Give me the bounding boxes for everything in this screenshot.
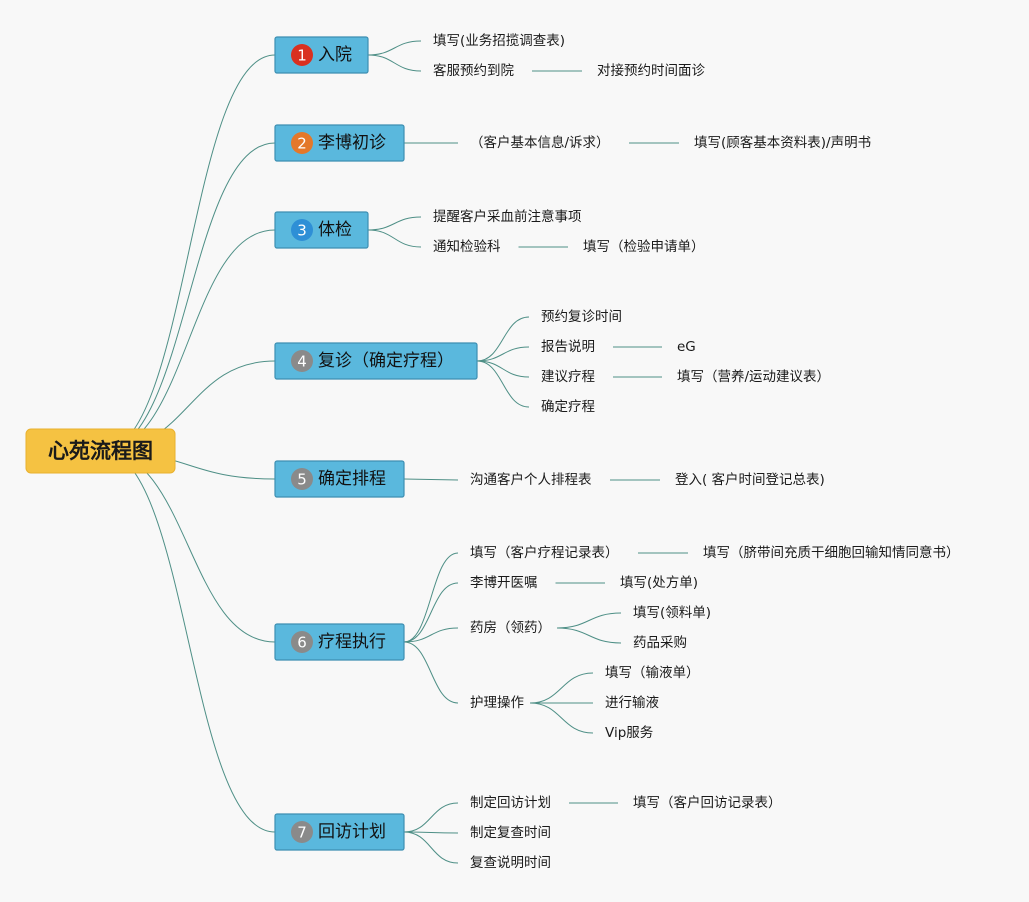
child-connector xyxy=(403,627,459,643)
step-number: 5 xyxy=(297,471,307,489)
child-node-label: 制定回访计划 xyxy=(470,795,551,811)
child-node-label: 建议疗程 xyxy=(541,369,595,385)
step-number: 2 xyxy=(297,135,307,153)
step-number: 7 xyxy=(297,824,307,842)
child-node-label: 制定复查时间 xyxy=(470,824,551,841)
step-number-badge xyxy=(291,219,313,241)
branch-label: 体检 xyxy=(318,220,352,240)
branch-connector-3 xyxy=(101,229,276,452)
root-node xyxy=(25,428,176,474)
step-number: 3 xyxy=(297,222,307,240)
child-node-label: 通知检验科 xyxy=(433,238,501,255)
leaf-connector xyxy=(556,627,622,644)
child-connector xyxy=(403,478,459,481)
branch-label: 确定排程 xyxy=(318,469,386,489)
child-node-label: 沟通客户个人排程表 xyxy=(470,471,592,488)
child-connector xyxy=(403,831,459,834)
child-connector xyxy=(367,40,422,56)
leaf-node-label: 填写（脐带间充质干细胞回输知情同意书） xyxy=(703,544,960,561)
leaf-node-label: 填写(处方单) xyxy=(620,575,698,591)
leaf-connector xyxy=(529,672,594,704)
leaf-node-label: 填写（客户回访记录表） xyxy=(633,794,782,811)
child-node-label: 提醒客户采血前注意事项 xyxy=(433,208,582,225)
step-number-badge xyxy=(291,821,313,843)
leaf-node-label: eG xyxy=(677,339,696,355)
leaf-node-label: 填写(领料单) xyxy=(633,605,711,621)
branch-label: 回访计划 xyxy=(318,822,386,842)
child-node-label: （客户基本信息/诉求） xyxy=(470,134,610,151)
branch-label: 李博初诊 xyxy=(318,133,386,153)
child-node-label: 确定疗程 xyxy=(541,399,595,415)
step-number-badge xyxy=(291,631,313,653)
leaf-node-label: 进行输液 xyxy=(605,695,659,711)
leaf-connector xyxy=(556,612,622,629)
root-title: 心苑流程图 xyxy=(48,439,153,463)
child-node-label: 客服预约到院 xyxy=(433,62,514,79)
child-connector xyxy=(367,229,422,248)
child-connector xyxy=(476,346,530,362)
branch-connector-1 xyxy=(101,54,276,452)
step-number-badge xyxy=(291,44,313,66)
branch-connector-6 xyxy=(101,450,276,643)
leaf-node-label: 填写（营养/运动建议表） xyxy=(677,369,830,385)
step-number: 1 xyxy=(297,47,307,65)
leaf-node-label: 填写(顾客基本资料表)/声明书 xyxy=(694,134,871,151)
child-node-label: 填写(业务招揽调查表) xyxy=(433,32,565,49)
child-connector xyxy=(403,552,459,643)
leaf-node-label: 填写（输液单） xyxy=(605,665,700,681)
child-node-label: 复查说明时间 xyxy=(470,854,551,871)
child-connector xyxy=(367,54,422,72)
child-node-label: 报告说明 xyxy=(541,339,595,355)
step-number-badge xyxy=(291,468,313,490)
step-number: 4 xyxy=(297,353,307,371)
child-node-label: 护理操作 xyxy=(470,695,524,711)
child-node-label: 填写（客户疗程记录表） xyxy=(470,544,619,561)
child-node-label: 预约复诊时间 xyxy=(541,308,622,325)
child-connector xyxy=(403,802,459,833)
connector-layer xyxy=(101,40,688,864)
leaf-node-label: Vip服务 xyxy=(605,725,653,741)
child-node-label: 药房（领药） xyxy=(470,620,551,636)
step-number: 6 xyxy=(297,634,307,652)
child-connector xyxy=(476,360,530,378)
child-connector xyxy=(403,831,459,864)
branch-label: 复诊（确定疗程） xyxy=(318,351,454,371)
leaf-connector xyxy=(529,702,594,734)
step-number-badge xyxy=(291,132,313,154)
leaf-node-label: 对接预约时间面诊 xyxy=(597,62,705,79)
branch-connector-7 xyxy=(101,450,276,833)
step-number-badge xyxy=(291,350,313,372)
child-connector xyxy=(476,316,530,362)
child-connector xyxy=(476,360,530,408)
branch-connector-2 xyxy=(101,142,276,452)
leaf-node-label: 填写（检验申请单） xyxy=(583,239,705,255)
branch-label: 疗程执行 xyxy=(318,632,386,652)
branch-node-4 xyxy=(274,342,478,380)
child-connector xyxy=(403,641,459,704)
leaf-node-label: 药品采购 xyxy=(633,635,687,651)
branch-label: 入院 xyxy=(318,45,352,65)
child-node-label: 李博开医嘱 xyxy=(470,574,538,591)
child-connector xyxy=(367,216,422,231)
node-layer: 心苑流程图 1 入院 填写(业务招揽调查表) 客服预约到院 对接预约时间面诊 2 李博初诊 （客… xyxy=(25,32,960,871)
child-connector xyxy=(403,582,459,643)
leaf-node-label: 登入( 客户时间登记总表) xyxy=(675,471,825,488)
